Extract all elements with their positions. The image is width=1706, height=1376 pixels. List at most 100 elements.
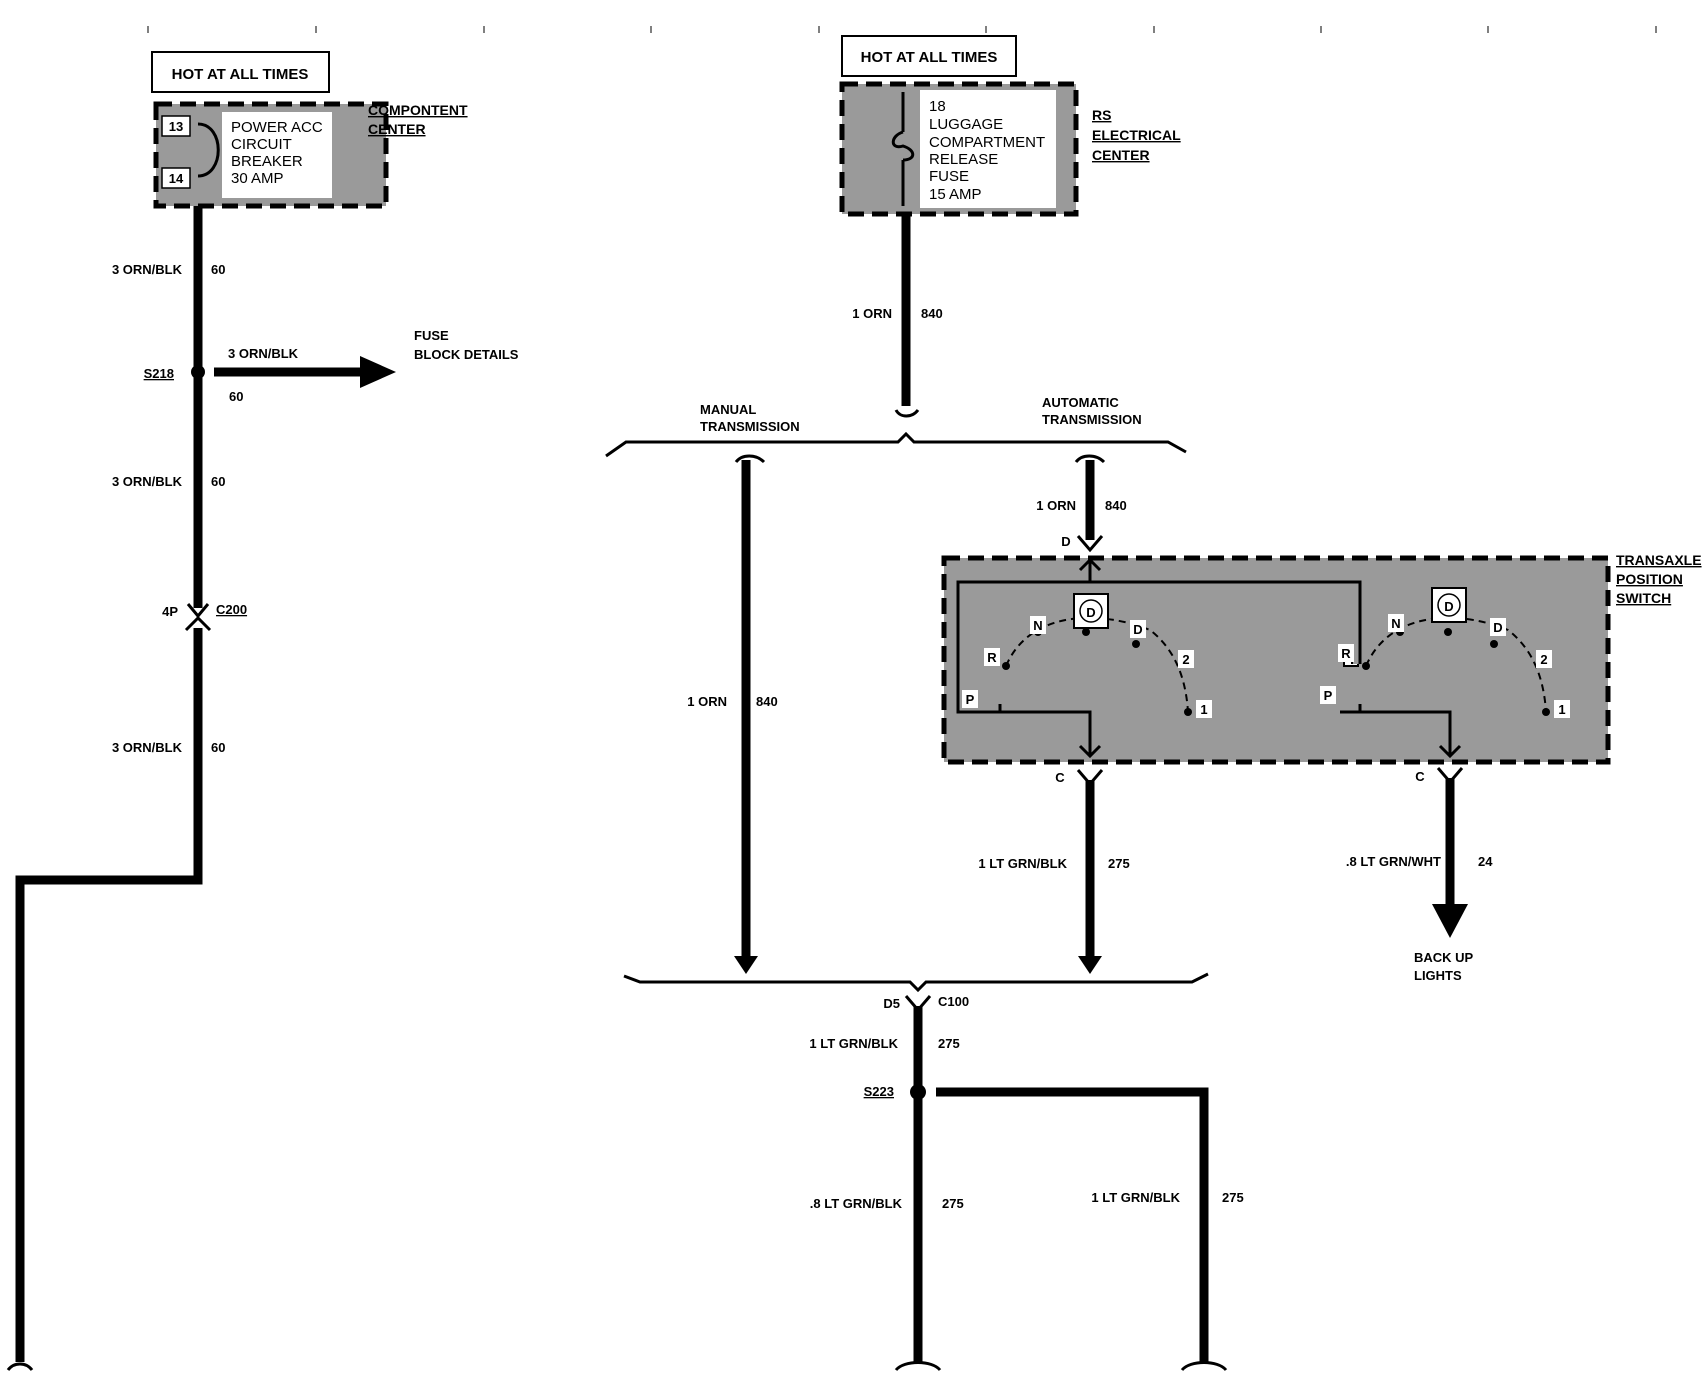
wire-840-manual-color: 1 ORN [687, 694, 727, 709]
transaxle-bus-left [956, 556, 1092, 714]
wire-275-right-color: 1 LT GRN/BLK [1091, 1190, 1180, 1205]
c200-pin: 4P [162, 604, 178, 619]
splice-s223-label: S223 [864, 1084, 894, 1099]
right-pos-1: 1 [1558, 702, 1565, 717]
wire-840-auto-color: 1 ORN [1036, 498, 1076, 513]
fuse-line-3: COMPARTMENT [929, 134, 1045, 151]
fuse-label-area [920, 90, 1056, 208]
right-pos-p: P [1324, 688, 1333, 703]
transaxle-position-switch: TRANSAXLE POSITION SWITCH D P R N D 2 1 [941, 552, 1702, 765]
wire-24-color: .8 LT GRN/WHT [1346, 854, 1441, 869]
wire-275-left-color: .8 LT GRN/BLK [810, 1196, 903, 1211]
wire-60-lower [15, 628, 203, 1362]
left-switch-out-arrow [1078, 744, 1102, 759]
wire-840-auto-circuit: 840 [1105, 498, 1127, 513]
right-pos-n: N [1391, 616, 1400, 631]
fuse-line-4: RELEASE [929, 151, 998, 168]
pin-13-box [161, 115, 191, 137]
left-pos-n: N [1033, 618, 1042, 633]
transaxle-pin-in: D [1061, 534, 1070, 549]
transaxle-pin-out-left: C [1055, 770, 1065, 785]
wire-840-top-color: 1 ORN [852, 306, 892, 321]
wire-60-branch-circuit: 60 [229, 389, 243, 404]
transaxle-name-3: SWITCH [1616, 590, 1671, 606]
transaxle-name-1: TRANSAXLE [1616, 552, 1702, 568]
transaxle-name-2: POSITION [1616, 571, 1683, 587]
left-pos-p: P [966, 692, 975, 707]
fuse-line-2: LUGGAGE [929, 116, 1003, 133]
left-pos-2: 2 [1182, 652, 1189, 667]
right-pos-r: R [1341, 646, 1351, 661]
fuse-block-line-1: FUSE [414, 328, 449, 343]
auto-wire-connector [1076, 535, 1104, 553]
wire-275-right-circuit: 275 [1222, 1190, 1244, 1205]
fuse-line-6: 15 AMP [929, 186, 982, 203]
c200-connector-lower [184, 615, 212, 632]
right-switch-wiper [1340, 704, 1452, 756]
wire-275-left-circuit: 275 [942, 1196, 964, 1211]
circuit-breaker-symbol [197, 122, 220, 178]
breaker-line-2: CIRCUIT [231, 136, 292, 153]
rs-center-name-3: CENTER [1092, 147, 1150, 163]
rs-center-name-2: ELECTRICAL [1092, 127, 1181, 143]
wire-840-manual-circuit: 840 [756, 694, 778, 709]
pin-14: 14 [169, 171, 184, 186]
left-pos-d: D [1133, 622, 1142, 637]
circuit-breaker-label-area [222, 112, 332, 198]
manual-wire-break [734, 454, 766, 464]
right-pos-2: 2 [1540, 652, 1547, 667]
wire-60-b-circuit: 60 [211, 474, 225, 489]
breaker-line-1: POWER ACC [231, 119, 323, 136]
fuse-line-1: 18 [929, 98, 946, 115]
c100-name: C100 [938, 994, 969, 1009]
manual-wire-arrow [734, 956, 758, 974]
wire-60-c-color: 3 ORN/BLK [112, 740, 183, 755]
wire-840-top-break [894, 408, 920, 418]
right-switch-out-arrow [1438, 744, 1462, 759]
hot-at-all-times-box-right [841, 35, 1017, 77]
back-up-lights-arrow [1432, 904, 1468, 938]
left-switch-center: D [1086, 605, 1095, 620]
left-pos-r: R [987, 650, 997, 665]
fuse-line-5: FUSE [929, 168, 969, 185]
splice-s223-dot [910, 1084, 926, 1100]
auto-wire-break [1074, 454, 1106, 464]
wire-275-auto-color: 1 LT GRN/BLK [978, 856, 1067, 871]
registration-ticks [147, 26, 1657, 33]
wire-60-a-color: 3 ORN/BLK [112, 262, 183, 277]
wire-840-top-circuit: 840 [921, 306, 943, 321]
wire-60-a-circuit: 60 [211, 262, 225, 277]
left-switch-wiper [978, 704, 1092, 756]
left-pos-1: 1 [1200, 702, 1207, 717]
wire-275-right-continuation-mark [1180, 1361, 1228, 1372]
back-up-lights-line-1: BACK UP [1414, 950, 1474, 965]
splice-s218-dot [191, 365, 205, 379]
fuse-symbol [891, 130, 915, 162]
automatic-line-1: AUTOMATIC [1042, 395, 1119, 410]
rs-electrical-center-block: HOT AT ALL TIMES 18 LUGGAGE COMPARTMENT … [839, 35, 1181, 217]
wire-275-auto-circuit: 275 [1108, 856, 1130, 871]
transaxle-in-arrow [1078, 557, 1102, 572]
wire-60-b-color: 3 ORN/BLK [112, 474, 183, 489]
transmission-join-bracket [623, 972, 1209, 993]
hot-label-right: HOT AT ALL TIMES [861, 49, 998, 66]
back-up-lights-line-2: LIGHTS [1414, 968, 1462, 983]
splice-s218-label: S218 [144, 366, 174, 381]
right-switch-arc [1365, 616, 1547, 713]
fuse-block-line-2: BLOCK DETAILS [414, 347, 519, 362]
wire-275-left-continuation-mark [894, 1361, 942, 1372]
wire-275-c100-circuit: 275 [938, 1036, 960, 1051]
transmission-option-bracket [605, 431, 1187, 458]
wire-60-branch-color: 3 ORN/BLK [228, 346, 299, 361]
component-center-name-2: CENTER [368, 121, 426, 137]
hot-at-all-times-box-left [151, 51, 330, 93]
pin-14-box [161, 167, 191, 189]
fuse-block-arrow [360, 356, 396, 388]
wire-60-c-circuit: 60 [211, 740, 225, 755]
automatic-line-2: TRANSMISSION [1042, 412, 1142, 427]
right-pos-d: D [1493, 620, 1502, 635]
hot-label-left: HOT AT ALL TIMES [172, 66, 309, 83]
right-switch-center: D [1444, 599, 1453, 614]
c200-name: C200 [216, 602, 247, 617]
